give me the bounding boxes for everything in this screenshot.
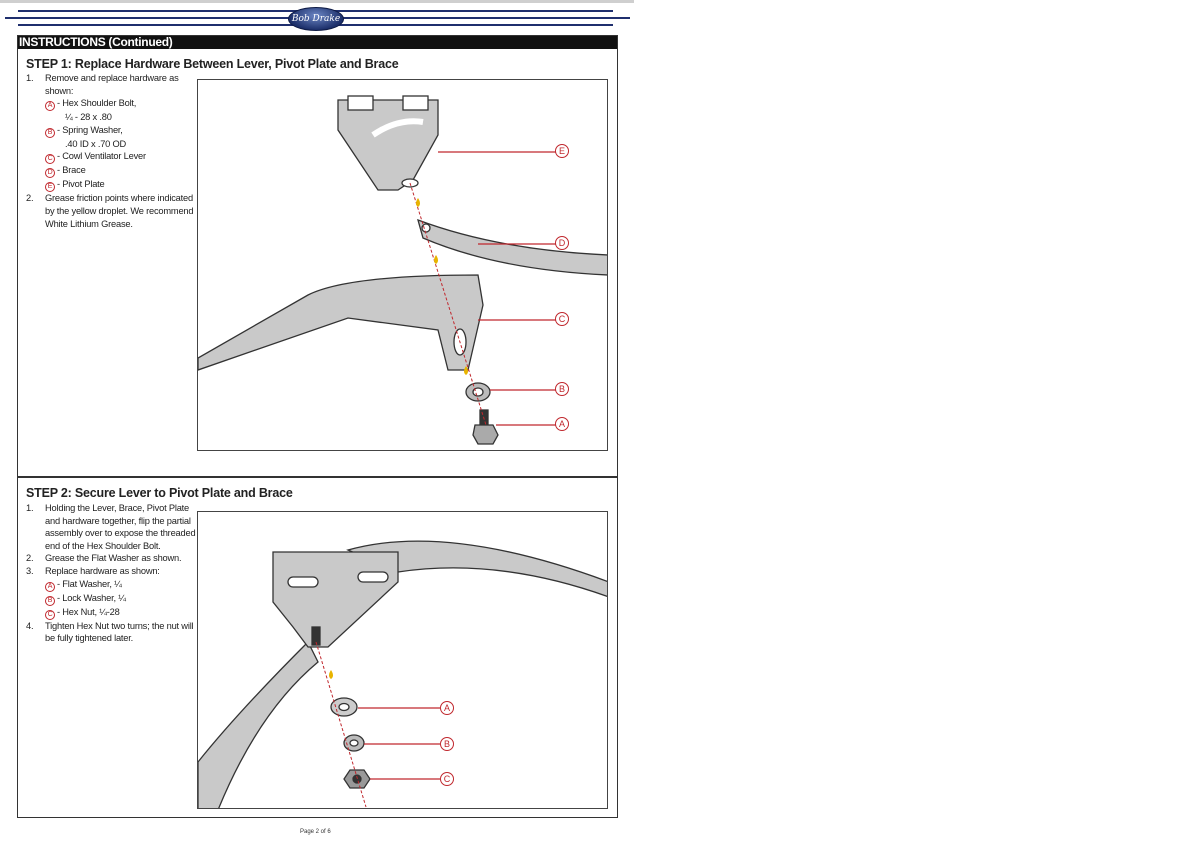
step2-illustration [198,540,607,808]
part-name: - Spring Washer, [57,124,123,135]
item-text: Holding the Lever, Brace, Pivot Plate an… [45,503,196,551]
step1-title: STEP 1: Replace Hardware Between Lever, … [26,57,399,71]
step2-title: STEP 2: Secure Lever to Pivot Plate and … [26,486,293,500]
callout-icon: D [45,168,55,179]
callout-A: A [440,701,454,715]
part-B: B- Spring Washer, .40 ID x .70 OD [45,124,196,151]
section-header: INSTRUCTIONS (Continued) [18,36,617,49]
part-spec: .40 ID x .70 OD [65,138,127,149]
list-item: 2. Grease friction points where indicated… [26,192,196,230]
item-text: Tighten Hex Nut two turns; the nut will … [45,620,194,644]
part-C: C- Cowl Ventilator Lever [45,150,196,165]
item-text: Grease friction points where indicated b… [45,193,194,229]
callout-E: E [555,144,569,158]
item-text: Replace hardware as shown: [45,565,160,576]
part-A: A- Flat Washer, ¼ [45,578,196,592]
list-item: 4. Tighten Hex Nut two turns; the nut wil… [26,620,196,645]
page-number: Page 2 of 6 [300,829,331,835]
part-name: - Brace [57,165,86,176]
part-name: - Flat Washer, ¼ [57,578,122,589]
grease-droplet [329,670,333,679]
part-name: - Lock Washer, ¼ [57,592,126,603]
callout-icon: A [45,101,55,112]
item-number: 1. [26,73,34,83]
callout-icon: C [45,609,55,620]
bolt-thread [311,626,321,646]
part-name: - Hex Shoulder Bolt, [57,98,137,109]
brand-logo: Bob Drake [288,7,344,31]
callout-icon: E [45,182,55,193]
callout-C: C [555,312,569,326]
list-item: 3. Replace hardware as shown: A- Flat Was… [26,565,196,620]
callout-icon: C [45,154,55,165]
grease-droplets [416,198,468,375]
part-name: - Pivot Plate [57,179,105,190]
item-number: 4. [26,620,34,631]
list-item: 1. Holding the Lever, Brace, Pivot Plate … [26,502,196,552]
pivot-plate [272,551,399,648]
part-name: - Cowl Ventilator Lever [57,151,146,162]
item-number: 3. [26,565,34,576]
hex-bolt-head [472,424,499,445]
callout-icon: B [45,127,55,138]
list-item: 2. Grease the Flat Washer as shown. [26,552,196,565]
item-text: Grease the Flat Washer as shown. [45,553,182,564]
step2-list: 1. Holding the Lever, Brace, Pivot Plate … [26,502,196,645]
callout-icon: A [45,581,55,592]
lever [346,540,607,597]
item-number: 2. [26,553,34,564]
part-D: D- Brace [45,164,196,179]
callout-D: D [555,236,569,250]
item-number: 1. [26,503,34,513]
callout-B: B [555,382,569,396]
part-spec: ¼ - 28 x .80 [65,112,112,123]
list-item: 1.Remove and replace hardware as shown: … [26,72,196,193]
step1-illustration [198,95,607,445]
callout-B: B [440,737,454,751]
part-name: - Hex Nut, ¼-28 [57,606,120,617]
part-A: A- Hex Shoulder Bolt, ¼ - 28 x .80 [45,97,196,124]
part-E: E- Pivot Plate [45,178,196,193]
lever [198,274,484,371]
pivot-plate [337,99,439,191]
top-border [0,0,634,3]
instructions-frame: INSTRUCTIONS (Continued) STEP 1: Replace… [17,35,618,818]
step1-list: 1.Remove and replace hardware as shown: … [26,72,196,230]
brace [417,218,607,276]
brace [198,640,319,808]
callout-C: C [440,772,454,786]
callout-icon: B [45,595,55,606]
item-number: 2. [26,193,34,204]
section-divider [18,476,617,478]
step1-diagram: E D C B A [197,79,608,451]
callout-A: A [555,417,569,431]
item-text: Remove and replace hardware as shown: [45,73,179,96]
step2-diagram: A B C [197,511,608,809]
part-B: B- Lock Washer, ¼ [45,592,196,606]
part-C: C- Hex Nut, ¼-28 [45,606,196,620]
